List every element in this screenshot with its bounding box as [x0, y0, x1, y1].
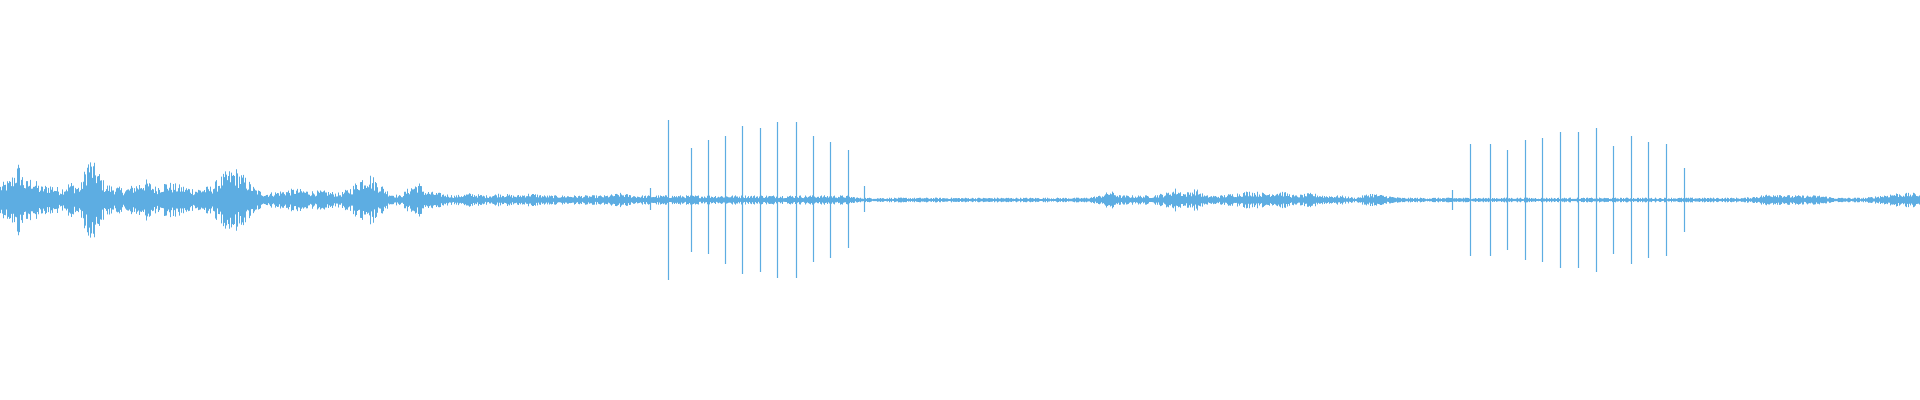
waveform-transients	[649, 120, 1686, 280]
waveform-envelope	[0, 162, 1920, 238]
